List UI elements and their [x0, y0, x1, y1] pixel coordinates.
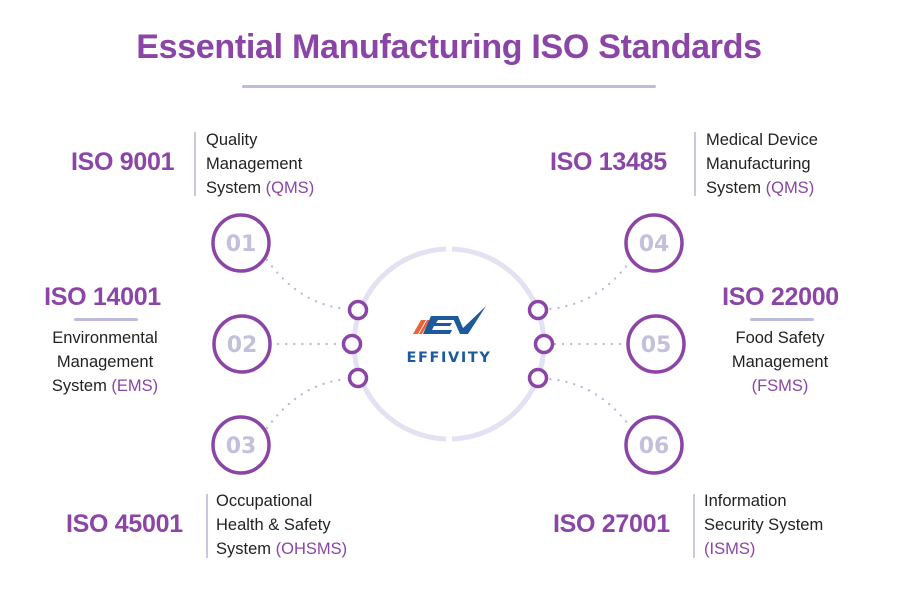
effivity-logo-icon: EFFIVITY: [407, 306, 492, 366]
badge-number-06: 06: [639, 434, 670, 459]
page-title: Essential Manufacturing ISO Standards: [136, 28, 762, 66]
badge-01: [211, 213, 271, 273]
connector-04: [547, 258, 633, 311]
divider-04: [694, 132, 696, 196]
divider-01: [194, 132, 196, 196]
standard-desc-04: Medical Device Manufacturing System (QMS…: [706, 131, 818, 197]
badge-number-05: 05: [641, 333, 672, 358]
abbreviation-04: (QMS): [765, 179, 815, 197]
standard-desc-02: Environmental Management System (EMS): [51, 329, 159, 395]
connector-03: [265, 377, 349, 430]
title-underline: [242, 85, 656, 88]
divider-02: [74, 318, 138, 321]
abbreviation-06: (ISMS): [704, 540, 756, 558]
badge-05: [626, 314, 686, 374]
standard-code-03: ISO 45001: [66, 510, 183, 538]
hub-ring-left: [351, 246, 447, 442]
standard-code-04: ISO 13485: [550, 148, 667, 176]
node-06: [527, 367, 549, 389]
abbreviation-01: (QMS): [265, 179, 315, 197]
node-04: [527, 299, 549, 321]
logo-wordmark: EFFIVITY: [407, 350, 492, 366]
standard-desc-06: Information Security System (ISMS): [704, 492, 824, 558]
standard-code-02: ISO 14001: [44, 283, 161, 311]
node-01: [347, 299, 369, 321]
node-03: [347, 367, 369, 389]
badge-03: [211, 415, 271, 475]
connector-01: [265, 258, 349, 311]
badge-number-02: 02: [227, 333, 258, 358]
divider-06: [693, 494, 695, 558]
abbreviation-02: (EMS): [111, 377, 159, 395]
abbreviation-05: (FSMS): [751, 377, 809, 395]
node-02: [341, 333, 363, 355]
connector-06: [547, 377, 633, 430]
badge-number-01: 01: [226, 232, 257, 257]
badge-06: [624, 415, 684, 475]
node-05: [533, 333, 555, 355]
standard-desc-03: Occupational Health & Safety System (OHS…: [216, 492, 348, 558]
standard-code-06: ISO 27001: [553, 510, 670, 538]
badge-number-03: 03: [226, 434, 257, 459]
abbreviation-03: (OHSMS): [275, 540, 348, 558]
divider-03: [206, 494, 208, 558]
standard-desc-05: Food Safety Management (FSMS): [731, 329, 829, 395]
hub-ring-right: [451, 246, 547, 442]
standard-code-05: ISO 22000: [722, 283, 839, 311]
badge-04: [624, 213, 684, 273]
standard-code-01: ISO 9001: [71, 148, 175, 176]
badge-number-04: 04: [639, 232, 670, 257]
standard-desc-01: Quality Management System (QMS): [206, 131, 315, 197]
badge-02: [212, 314, 272, 374]
divider-05: [750, 318, 814, 321]
